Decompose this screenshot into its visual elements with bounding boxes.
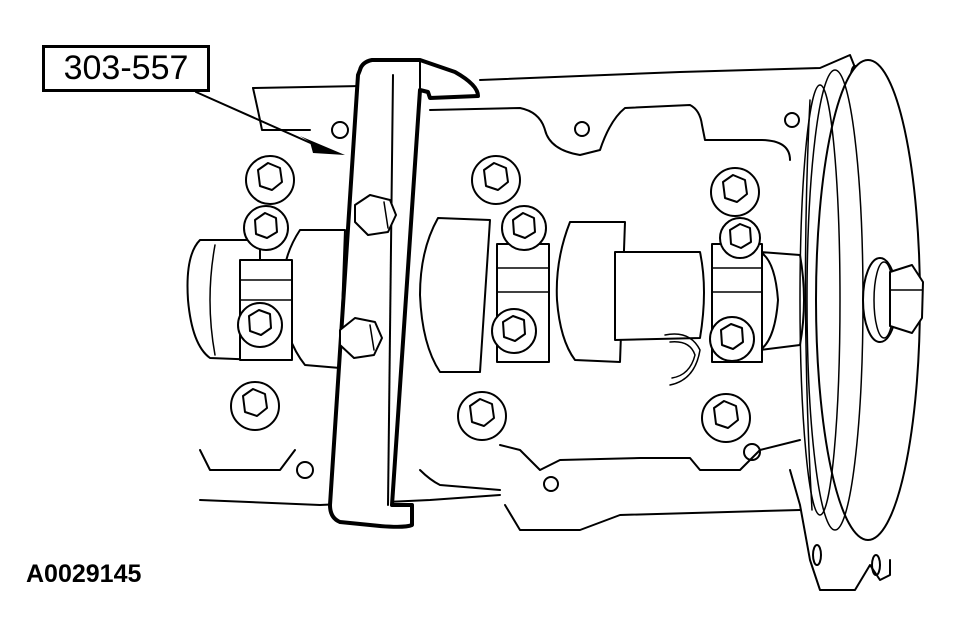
- camshaft-holding-tool: [328, 58, 480, 529]
- bolt-icon: [354, 194, 397, 236]
- bolt-icon: [457, 391, 507, 441]
- bolt-icon: [243, 205, 289, 251]
- bolt-icon: [501, 205, 547, 251]
- bolt-icon: [701, 393, 751, 443]
- bolt-icon: [230, 381, 280, 431]
- bolt-icon: [709, 316, 755, 362]
- callout-leader-arrow: [195, 91, 345, 155]
- timing-sprocket: [799, 59, 924, 541]
- bolt-icon: [237, 302, 283, 348]
- bolt-icon: [710, 167, 760, 217]
- bolt-icon: [491, 308, 537, 354]
- bolt-icon: [471, 155, 521, 205]
- head-holes: [296, 65, 881, 576]
- bolt-icon: [245, 155, 295, 205]
- hex-bolts: [230, 155, 761, 443]
- bolt-icon: [719, 217, 761, 259]
- bolt-icon: [339, 317, 383, 359]
- tool-callout-label: 303-557: [42, 45, 210, 92]
- figure-id: A0029145: [26, 560, 142, 588]
